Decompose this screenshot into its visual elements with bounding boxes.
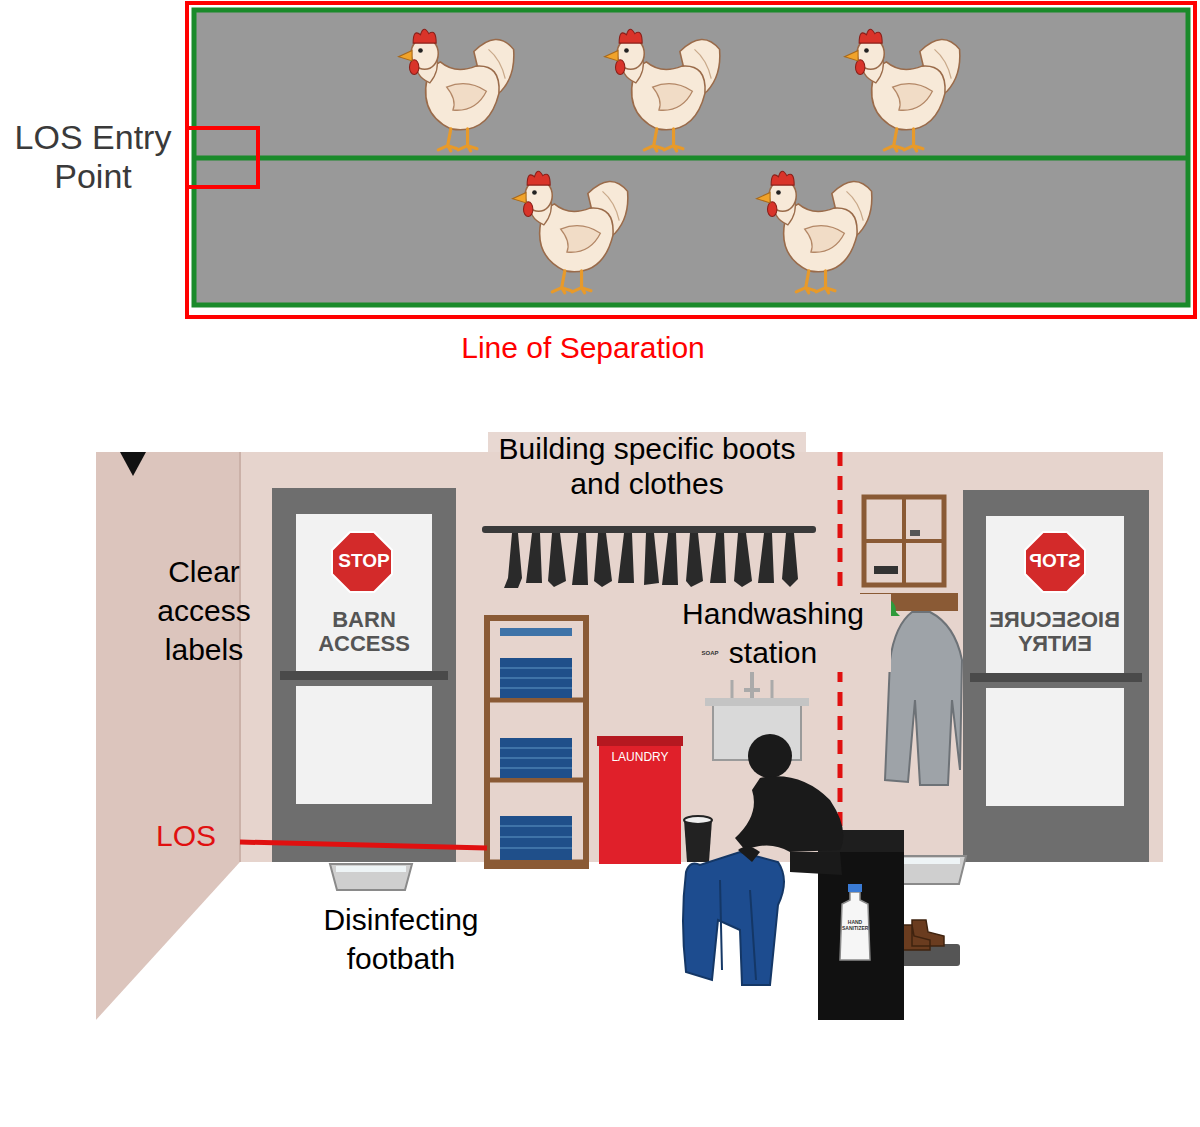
leader-line [240, 842, 487, 848]
sign-text: BIOSECURE ENTRY [990, 608, 1120, 656]
door [963, 490, 1149, 862]
sign-text: STOP [332, 551, 396, 572]
chicken [757, 171, 872, 293]
chicken [605, 29, 720, 151]
legend-title: Line of Separation [383, 330, 783, 366]
callout-label: Disinfecting footbath [290, 900, 512, 978]
towel-shelf [487, 618, 586, 866]
barn-area [194, 10, 1188, 305]
laundry-bin [599, 736, 681, 864]
sanitizer-bottle [840, 892, 870, 960]
jacket [885, 612, 962, 785]
callout-label: Building specific boots and clothes [488, 432, 806, 501]
laundry-bin: LAUNDRY [601, 748, 679, 770]
boot-rack [482, 526, 816, 588]
door [272, 488, 456, 862]
person [683, 734, 904, 1020]
sign-text: LAUNDRY [601, 751, 679, 764]
bucket [684, 820, 712, 862]
callout-label: LOS Entry Point [4, 118, 182, 196]
sign-text: BARN ACCESS [300, 608, 428, 656]
door-sign: STOP BIOSECURE ENTRY [986, 516, 1124, 676]
separation-line [187, 3, 1195, 317]
callout-label: Clear access labels [140, 552, 268, 669]
chicken [399, 29, 514, 151]
entry-bracket [187, 128, 258, 187]
footbath [330, 864, 412, 890]
device-label: HAND SANITIZER [842, 920, 868, 931]
device-label: SOAP [699, 650, 721, 657]
chicken [513, 171, 628, 293]
sign-text: STOP [1023, 551, 1087, 572]
callout-label: LOS [138, 818, 234, 854]
callout-label: Handwashing station [655, 594, 891, 672]
door-sign: STOP BARN ACCESS [296, 514, 432, 674]
chicken [845, 29, 960, 151]
